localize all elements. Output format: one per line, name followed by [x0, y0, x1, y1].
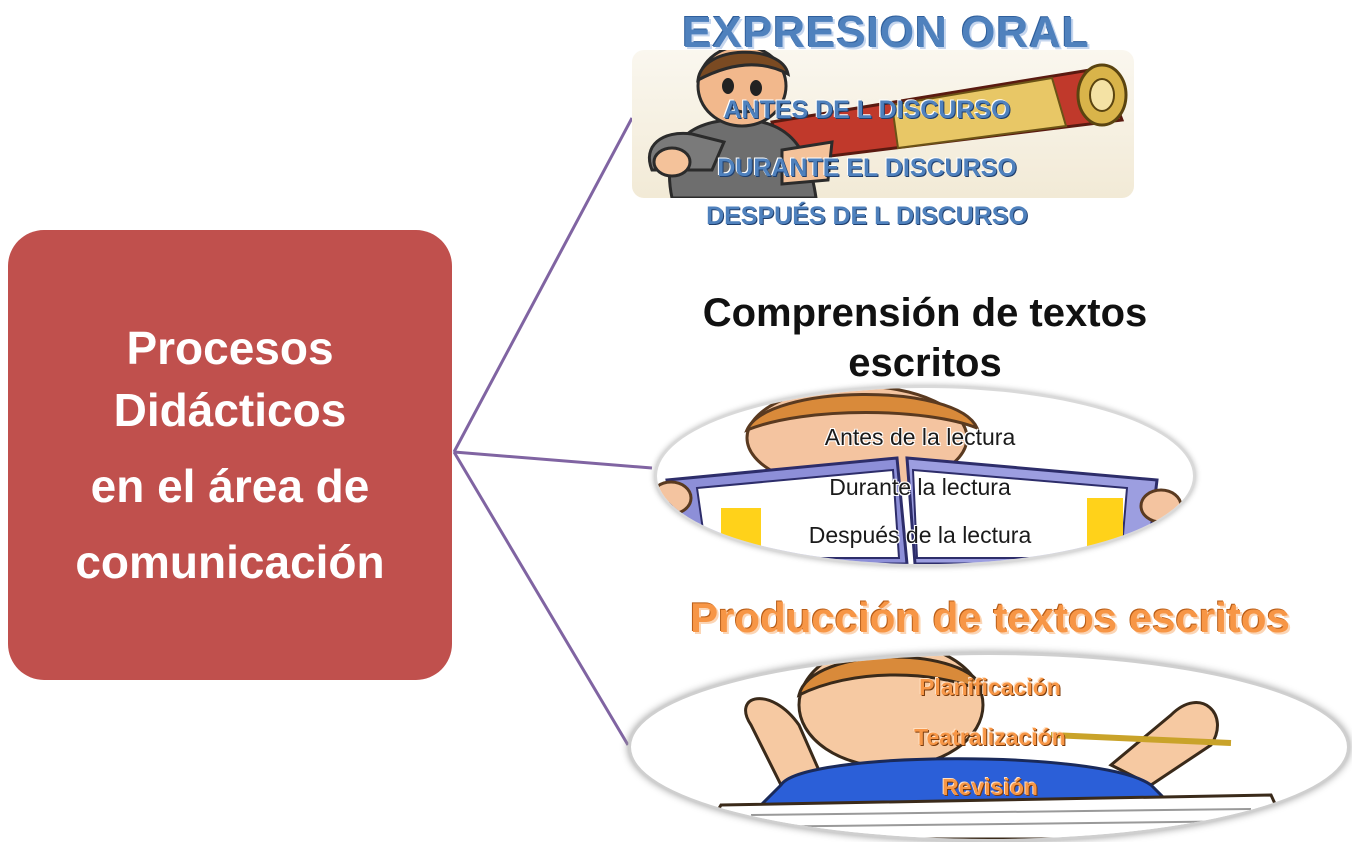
produccion-item-1: Planificación	[919, 674, 1061, 700]
produccion-title: Producción de textos escritos	[690, 594, 1290, 641]
central-node-line-1: Procesos	[126, 321, 334, 374]
connector-comprension	[453, 450, 653, 470]
expresion-oral-title: EXPRESION ORAL	[682, 8, 1090, 57]
central-node-line-3: en el área de	[90, 460, 370, 512]
writing-boy-image	[628, 652, 1350, 842]
reading-boy-image	[654, 385, 1196, 567]
expresion-oral-item-1: ANTES DE L DISCURSO	[723, 96, 1011, 124]
comprension-item-2: Durante la lectura	[829, 474, 1011, 500]
expresion-oral-item-3: DESPUÉS DE L DISCURSO	[706, 202, 1028, 230]
produccion-items: Planificación Teatralización Revisión	[780, 674, 1200, 824]
comprension-items: Antes de la lectura Durante la lectura D…	[690, 424, 1150, 554]
central-node-line-2: Didácticos	[113, 383, 347, 436]
comprension-title: Comprensión de textos escritos	[702, 291, 1148, 385]
comprension-item-3: Después de la lectura	[808, 522, 1032, 548]
central-node: Procesos Didácticos en el área de comuni…	[8, 230, 452, 680]
expresion-oral-item-2: DURANTE EL DISCURSO	[717, 154, 1017, 182]
produccion-item-3: Revisión	[942, 774, 1038, 800]
produccion-item-2: Teatralización	[914, 724, 1066, 750]
telescope-boy-image	[632, 50, 1134, 198]
connector-produccion	[452, 451, 630, 746]
expresion-oral-items: ANTES DE L DISCURSO DURANTE EL DISCURSO …	[632, 96, 1102, 246]
central-node-line-4: comunicación	[75, 536, 385, 589]
connector-expresion-oral	[452, 117, 634, 453]
comprension-item-1: Antes de la lectura	[824, 424, 1016, 450]
